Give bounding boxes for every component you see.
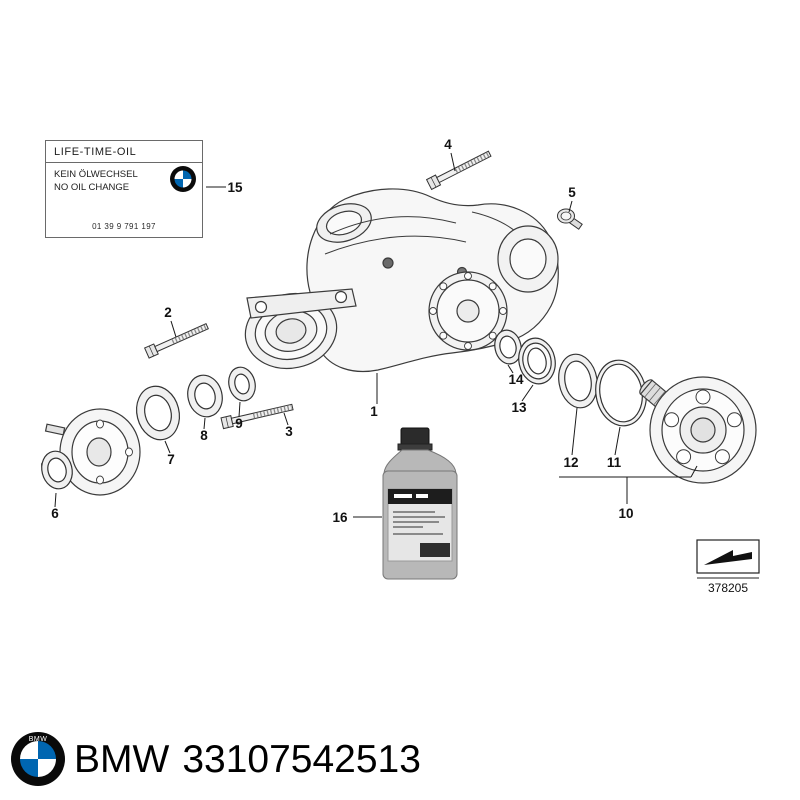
callout-5: 5 bbox=[568, 185, 576, 200]
rear-cover-hub bbox=[456, 299, 480, 323]
seal-ring-14 bbox=[494, 329, 522, 365]
bmw-roundel-icon bbox=[170, 166, 196, 192]
seal-ring-8 bbox=[187, 374, 223, 418]
bolt-5 bbox=[557, 208, 583, 230]
label-divider bbox=[46, 162, 202, 163]
leader-line bbox=[521, 384, 534, 402]
bearing-13 bbox=[518, 337, 556, 385]
leader-line bbox=[238, 401, 241, 418]
bottle-label-code-block bbox=[420, 543, 450, 557]
seal-ring-9 bbox=[228, 366, 256, 402]
seal-ring-7 bbox=[136, 385, 180, 441]
part-number: 33107542513 bbox=[182, 738, 421, 781]
input-flange bbox=[316, 203, 372, 243]
pinion-housing-bore bbox=[509, 238, 547, 280]
callout-6: 6 bbox=[51, 506, 59, 521]
callout-8: 8 bbox=[200, 428, 208, 443]
gasket-ring-11 bbox=[595, 359, 647, 427]
bottle-label-text-marks bbox=[394, 494, 428, 498]
rear-cover-bolt-holes bbox=[429, 272, 507, 350]
oil-label-part-code: 01 39 9 791 197 bbox=[92, 222, 156, 231]
leader-line bbox=[568, 200, 573, 213]
leader-line bbox=[203, 417, 206, 430]
shim-ring-12 bbox=[558, 353, 598, 409]
callout-10: 10 bbox=[618, 506, 633, 521]
leader-line bbox=[571, 407, 578, 456]
leader-line bbox=[507, 364, 514, 374]
housing-rib bbox=[329, 216, 457, 235]
direction-arrow-icon bbox=[704, 550, 752, 565]
bolt-4 bbox=[425, 150, 492, 191]
leader-line bbox=[283, 412, 289, 426]
breather-hole bbox=[382, 257, 394, 269]
callout-11: 11 bbox=[607, 455, 622, 470]
page-title: BMW 33107542513 bbox=[74, 731, 421, 789]
drawing-reference-number: 378205 bbox=[708, 581, 748, 595]
leader-line bbox=[54, 492, 57, 508]
callout-9: 9 bbox=[235, 416, 243, 431]
bmw-logo-text: BMW bbox=[29, 736, 48, 743]
oil-spec-label-box: LIFE-TIME-OIL KEIN ÖLWECHSEL NO OIL CHAN… bbox=[45, 140, 203, 238]
bottle-shoulder bbox=[383, 449, 457, 474]
callout-15: 15 bbox=[227, 180, 243, 195]
callout-3: 3 bbox=[285, 424, 293, 439]
callout-2: 2 bbox=[164, 305, 172, 320]
bolt-2 bbox=[143, 323, 209, 359]
bmw-logo-icon: BMW bbox=[11, 732, 65, 786]
leader-line bbox=[164, 440, 171, 454]
bolt-3 bbox=[220, 403, 294, 430]
bottle-cap bbox=[400, 427, 430, 447]
oil-bottle bbox=[382, 427, 458, 580]
seal-ring-6 bbox=[41, 450, 73, 490]
oil-label-title: LIFE-TIME-OIL bbox=[54, 146, 137, 158]
callout-14: 14 bbox=[508, 372, 524, 387]
leader-line bbox=[450, 152, 456, 172]
callout-16: 16 bbox=[332, 510, 348, 525]
callout-12: 12 bbox=[563, 455, 578, 470]
mounting-arm bbox=[246, 288, 357, 319]
bottle-cap-ring bbox=[397, 443, 433, 451]
callout-7: 7 bbox=[167, 452, 175, 467]
brand-name: BMW bbox=[74, 738, 170, 781]
drive-flange-right bbox=[639, 376, 757, 484]
drive-flange-left bbox=[40, 408, 141, 496]
flange-bolt-holes bbox=[664, 389, 742, 465]
differential-housing bbox=[244, 188, 559, 373]
leader-line bbox=[614, 426, 621, 456]
oil-label-line-en: NO OIL CHANGE bbox=[54, 182, 130, 194]
leader-lines bbox=[54, 152, 698, 518]
housing-rib bbox=[324, 235, 467, 255]
bottle-label-lines bbox=[393, 511, 445, 535]
leader-line bbox=[690, 465, 698, 478]
callout-1: 1 bbox=[370, 404, 378, 419]
callout-13: 13 bbox=[511, 400, 527, 415]
oil-label-line-de: KEIN ÖLWECHSEL bbox=[54, 169, 138, 180]
drawing-reference: 378205 bbox=[696, 539, 760, 595]
leader-line bbox=[170, 320, 177, 338]
callout-4: 4 bbox=[444, 137, 452, 152]
